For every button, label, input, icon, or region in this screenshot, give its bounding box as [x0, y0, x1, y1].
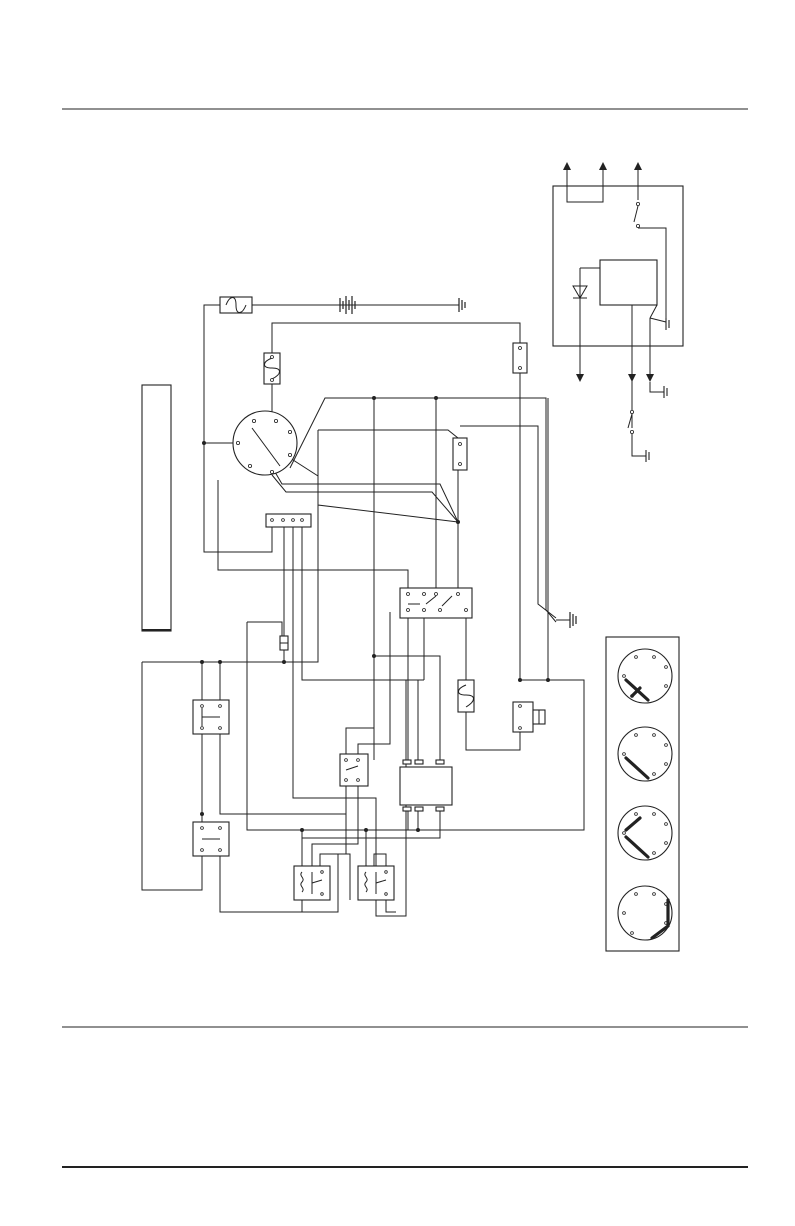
fuse-left [264, 353, 280, 384]
ground-battery [459, 298, 465, 312]
control-module [400, 760, 452, 811]
relay-coil-1 [294, 866, 330, 900]
ground-right [556, 612, 576, 628]
ignition-switch [233, 411, 297, 475]
side-panel [142, 385, 171, 631]
inline-resistor [280, 636, 288, 650]
relay-small [340, 754, 368, 786]
ignition-position-1 [618, 649, 672, 703]
relay-coil-2 [358, 866, 394, 900]
switch-lower-left [193, 822, 229, 856]
fuse-lower [458, 680, 474, 712]
connector-5pin [266, 514, 311, 527]
inset-module-circuit [553, 162, 683, 462]
ignition-position-4 [618, 886, 672, 940]
ignition-positions-panel [606, 637, 679, 951]
fuse-mid [453, 438, 467, 470]
ignition-position-2 [618, 727, 672, 781]
multi-contact-switch [400, 588, 472, 618]
ignition-position-3 [618, 806, 672, 860]
fuse-right [513, 343, 527, 373]
battery-symbol [338, 296, 357, 314]
switch-upper-left [193, 700, 229, 734]
solenoid [513, 702, 545, 732]
main-fuse [220, 297, 252, 313]
